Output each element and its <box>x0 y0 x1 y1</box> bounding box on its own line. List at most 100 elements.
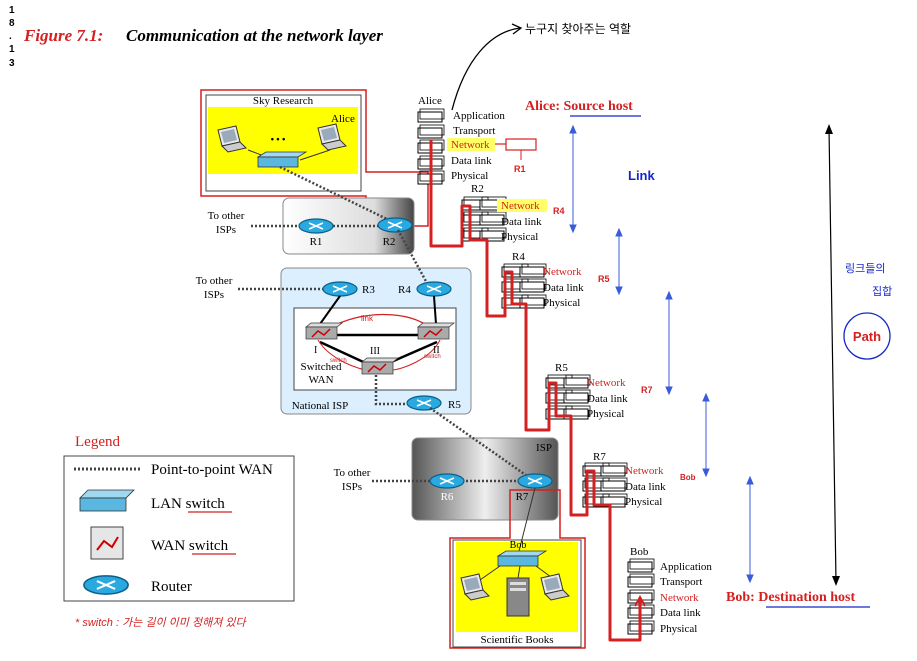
alice-source-host: Alice: Source host <box>525 99 633 114</box>
handwritten-arrow <box>451 27 521 111</box>
figure-title: Communication at the network layer <box>126 26 383 45</box>
wan-link <box>319 295 341 325</box>
sky-research-red-outline <box>200 89 429 227</box>
path-arrow-head <box>825 124 833 134</box>
svg-text:8: 8 <box>9 18 15 29</box>
switch-label-i: I <box>314 345 317 356</box>
to-other-isps: ISPs <box>216 224 236 236</box>
legend-item-p2p-wan: Point-to-point WAN <box>151 462 273 478</box>
router-label-r4: R4 <box>398 284 411 296</box>
figure-label: Figure 7.1: <box>23 26 103 45</box>
r1-annotation-box <box>505 138 537 151</box>
stack-layer-network: Network <box>625 465 664 477</box>
router-label-r7: R7 <box>516 491 529 503</box>
stack-title-r2: R2 <box>471 183 484 195</box>
path-circle <box>843 312 891 360</box>
national-isp-label: National ISP <box>292 400 349 412</box>
link-label: Link <box>628 168 655 183</box>
svg-text:1: 1 <box>9 44 15 55</box>
router-label-r2: R2 <box>383 236 396 248</box>
switch-handwritten-note: * switch : 가는 길이 이미 정해져 있다 <box>75 616 247 629</box>
router-icon <box>517 473 553 489</box>
p2p-wan-link <box>429 406 531 480</box>
legend-item-lan-switch: LAN switch <box>151 496 225 512</box>
stack-layer: Data link <box>451 155 492 167</box>
links-set-note: 집합 <box>872 285 892 298</box>
p2p-wan-link <box>396 229 430 286</box>
wan-switch-icon <box>305 322 343 340</box>
lan-switch-icon <box>256 151 308 168</box>
path-arrow <box>828 127 837 583</box>
stack-title-bob: Bob <box>630 546 649 558</box>
stack-title-alice: Alice <box>418 95 442 107</box>
router-icon <box>406 395 442 411</box>
handwritten-arrow-head <box>511 23 523 35</box>
scientific-red-outline <box>449 489 586 649</box>
legend-item-router: Router <box>151 579 192 595</box>
router-label-r1: R1 <box>310 236 323 248</box>
server-icon <box>506 577 530 617</box>
link-note: link <box>361 314 374 323</box>
router-icon <box>377 217 413 233</box>
router-icon <box>322 281 358 297</box>
lan-switch-icon <box>496 550 548 567</box>
router-label-r5: R5 <box>448 399 461 411</box>
r4-mark: R4 <box>553 206 565 216</box>
switch-note: switch <box>424 354 441 360</box>
path-arrow-head <box>832 576 840 586</box>
stack-layer: Data link <box>543 282 584 294</box>
network-highlight <box>447 138 495 151</box>
stack-layer: Transport <box>453 125 495 137</box>
router-icon <box>416 281 452 297</box>
page-number: 1 8 . 1 3 <box>9 5 15 69</box>
stack-layer: Physical <box>451 170 488 182</box>
stack-layer-network: Network <box>543 266 582 278</box>
stack-title-r4: R4 <box>512 251 525 263</box>
router-icon <box>429 473 465 489</box>
data-path-arrow <box>634 594 646 607</box>
stack-layer-network: Network <box>660 592 699 604</box>
r1-annotation: R1 <box>514 164 526 174</box>
stack-layer: Data link <box>625 481 666 493</box>
to-other-isps: To other <box>208 210 245 222</box>
lan-link <box>517 487 536 556</box>
router-icon <box>298 218 334 234</box>
switched-wan-label: WAN <box>308 374 333 386</box>
p2p-wan-link <box>279 165 396 225</box>
stack-layer: Physical <box>501 231 538 243</box>
stack-title-r7: R7 <box>593 451 606 463</box>
r5-mark: R5 <box>598 274 610 284</box>
svg-text:.: . <box>9 31 12 42</box>
stack-layer: Data link <box>587 393 628 405</box>
to-other-isps: To other <box>334 467 371 479</box>
svg-text:3: 3 <box>9 58 15 69</box>
stack-layer: Application <box>660 561 712 573</box>
bob-destination-host: Bob: Destination host <box>726 590 855 605</box>
r7-mark: R7 <box>641 385 653 395</box>
stack-layer: Physical <box>660 623 697 635</box>
legend-lan-switch-icon <box>79 489 135 512</box>
isp-region <box>411 437 559 521</box>
wan-link <box>433 295 437 325</box>
to-other-isps: To other <box>196 275 233 287</box>
scientific-books-label: Scientific Books <box>480 634 553 646</box>
legend-title: Legend <box>75 434 120 450</box>
path-label: Path <box>853 329 881 344</box>
scientific-user: Bob <box>510 540 527 551</box>
switched-wan-label: Switched <box>301 361 342 373</box>
isp-label: ISP <box>536 442 552 454</box>
stack-layer: Physical <box>543 297 580 309</box>
stack-layer-network: Network <box>501 200 540 212</box>
stack-layer: Data link <box>660 607 701 619</box>
stack-layer: Application <box>453 110 505 122</box>
router-label-r6: R6 <box>441 491 454 503</box>
switch-label-iii: III <box>370 346 380 357</box>
sky-research-user: Alice <box>331 113 355 125</box>
legend-router-icon <box>83 575 129 595</box>
red-note-line <box>391 339 441 371</box>
legend-wan-switch-icon <box>90 526 124 560</box>
data-path <box>429 140 642 642</box>
sky-research-label: Sky Research <box>253 95 314 107</box>
wan-switch-icon <box>361 357 399 375</box>
bob-mark: Bob <box>680 473 696 482</box>
